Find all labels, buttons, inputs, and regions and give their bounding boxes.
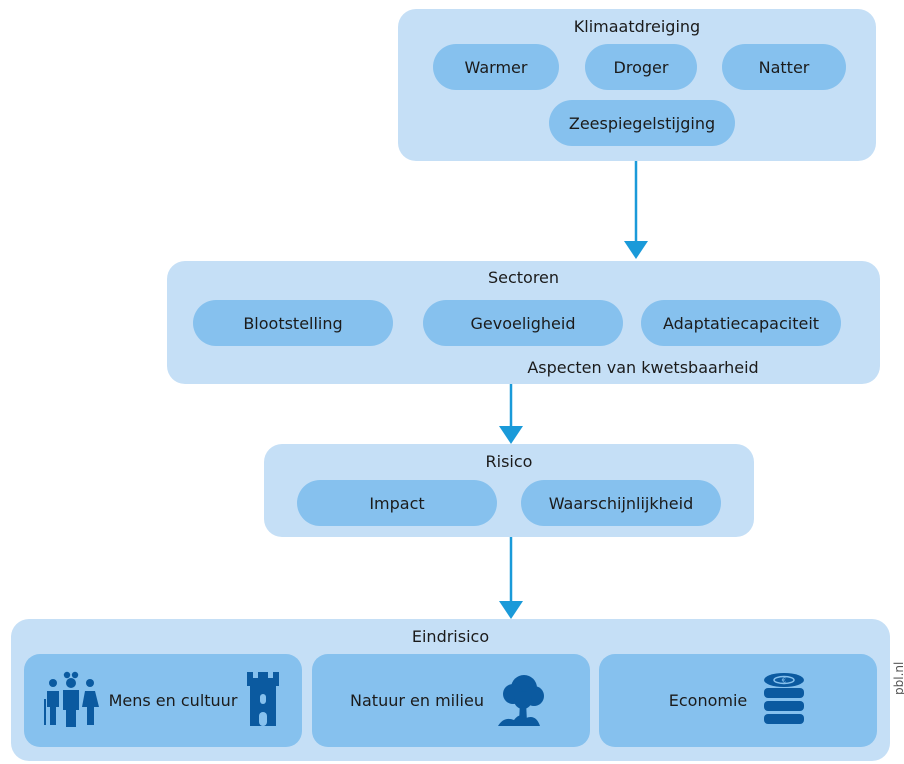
arrow-head-3 bbox=[499, 601, 523, 619]
climate-threat-title: Klimaatdreiging bbox=[573, 17, 701, 36]
tree-icon bbox=[494, 670, 552, 732]
pill-zeespiegelstijging: Zeespiegelstijging bbox=[549, 100, 735, 146]
sectors-title: Sectoren bbox=[487, 268, 560, 287]
people-icon bbox=[43, 669, 103, 733]
arrow-head-1 bbox=[624, 241, 648, 259]
vulnerability-bracket-label: Aspecten van kwetsbaarheid bbox=[527, 358, 759, 377]
card-natuur-en-milieu-label: Natuur en milieu bbox=[350, 691, 484, 710]
card-mens-en-cultuur: Mens en cultuur bbox=[24, 654, 302, 747]
risk-title: Risico bbox=[485, 452, 533, 471]
tower-icon bbox=[243, 670, 283, 732]
arrow-head-2 bbox=[499, 426, 523, 444]
coin-stack-icon: € bbox=[761, 670, 807, 732]
card-natuur-en-milieu: Natuur en milieu bbox=[312, 654, 590, 747]
card-economie-label: Economie bbox=[668, 691, 748, 710]
svg-text:€: € bbox=[782, 676, 786, 684]
final-risk-title: Eindrisico bbox=[411, 627, 490, 646]
pill-adaptatiecapaciteit: Adaptatiecapaciteit bbox=[641, 300, 841, 346]
pill-warmer: Warmer bbox=[433, 44, 559, 90]
pill-gevoeligheid: Gevoeligheid bbox=[423, 300, 623, 346]
pill-droger: Droger bbox=[585, 44, 697, 90]
pill-waarschijnlijkheid: Waarschijnlijkheid bbox=[521, 480, 721, 526]
pill-natter: Natter bbox=[722, 44, 846, 90]
pill-blootstelling: Blootstelling bbox=[193, 300, 393, 346]
pill-impact: Impact bbox=[297, 480, 497, 526]
card-economie: Economie € bbox=[599, 654, 877, 747]
source-credit: pbl.nl bbox=[892, 661, 904, 695]
card-mens-en-cultuur-label: Mens en cultuur bbox=[108, 691, 238, 710]
